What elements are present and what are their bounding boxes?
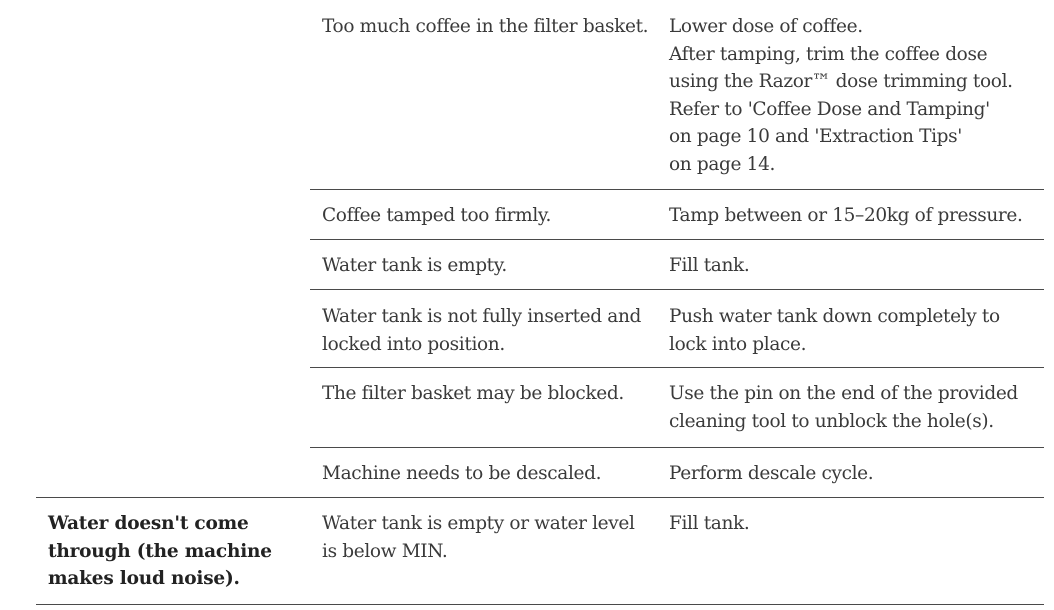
solution-cell: Lower dose of coffee. After tamping, tri… <box>669 16 1013 175</box>
cause-cell: Water tank is not fully inserted and loc… <box>322 306 642 355</box>
table-row: The filter basket may be blocked. Use th… <box>0 368 1054 448</box>
table-row: Too much coffee in the filter basket. Lo… <box>0 0 1054 190</box>
cause-cell: Too much coffee in the filter basket. <box>322 16 649 37</box>
cause-cell: Coffee tamped too firmly. <box>322 205 552 226</box>
table-row: Machine needs to be descaled. Perform de… <box>0 448 1054 498</box>
solution-cell: Perform descale cycle. <box>669 463 874 484</box>
table-row: Water doesn't come through (the machine … <box>0 498 1054 605</box>
solution-cell: Push water tank down completely to lock … <box>669 306 1000 355</box>
cause-cell: Machine needs to be descaled. <box>322 463 602 484</box>
solution-cell: Tamp between or 15–20kg of pressure. <box>669 205 1023 226</box>
solution-cell: Use the pin on the end of the provided c… <box>669 383 1018 432</box>
table-row: Coffee tamped too firmly. Tamp between o… <box>0 190 1054 240</box>
table-row: Water tank is empty. Fill tank. <box>0 240 1054 290</box>
problem-cell: Water doesn't come through (the machine … <box>48 513 272 589</box>
solution-cell: Fill tank. <box>669 255 750 276</box>
solution-cell: Fill tank. <box>669 513 750 534</box>
cause-cell: The filter basket may be blocked. <box>322 383 624 404</box>
table-row: Water tank is not fully inserted and loc… <box>0 290 1054 368</box>
cause-cell: Water tank is empty or water level is be… <box>322 513 635 562</box>
cause-cell: Water tank is empty. <box>322 255 507 276</box>
